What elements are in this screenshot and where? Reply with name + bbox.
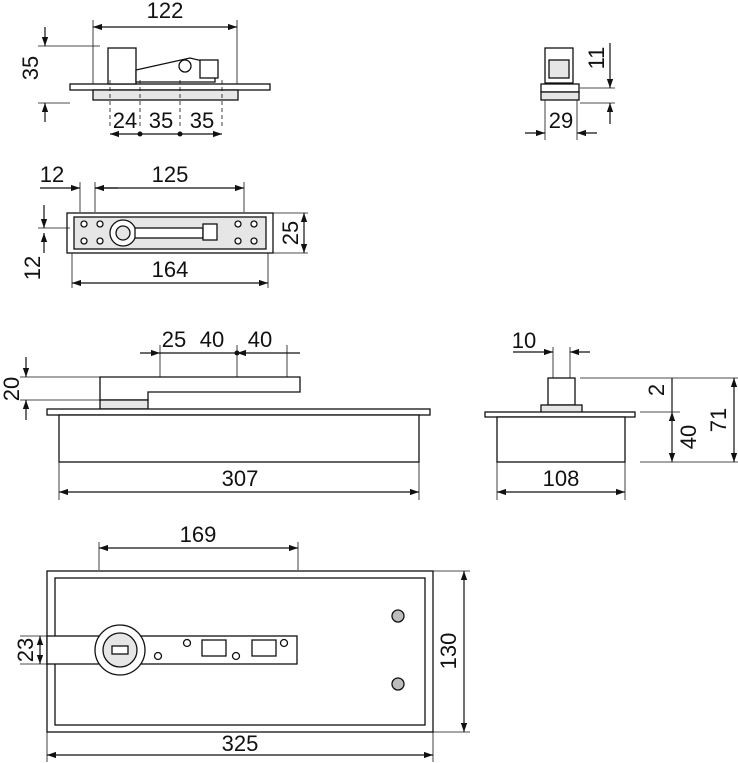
- adjust-nut: [199, 59, 219, 79]
- dim-text-307: 307: [222, 466, 259, 491]
- dim-text-35-a: 35: [149, 108, 173, 133]
- view-small-side: 11 29: [525, 43, 615, 140]
- screw-cap-icon: [178, 59, 192, 73]
- cover-plate: [46, 408, 431, 416]
- dim-text-12-top: 12: [40, 162, 64, 187]
- dim-text-164: 164: [152, 257, 189, 282]
- screw-cap-icon: [391, 609, 405, 691]
- dim-text-24: 24: [113, 108, 137, 133]
- arm-hub: [99, 399, 149, 410]
- dim-text-71: 71: [706, 408, 731, 432]
- dim-text-25-plate: 25: [278, 221, 303, 245]
- closer-arm: [99, 376, 301, 401]
- spindle: [547, 377, 576, 406]
- side-body: [496, 416, 626, 463]
- dim-text-29: 29: [549, 108, 573, 133]
- arm-slot-2: [251, 639, 277, 657]
- dim-text-20: 20: [0, 377, 24, 401]
- dim-text-11: 11: [584, 47, 609, 70]
- dim-text-125: 125: [152, 162, 189, 187]
- mounting-plate: [69, 83, 271, 91]
- dim-text-25-arm: 25: [162, 327, 186, 352]
- dim-text-40-arm-b: 40: [248, 327, 272, 352]
- crosshair-hole-icon: [153, 638, 289, 661]
- side-cover-plate: [484, 411, 636, 418]
- dim-text-40-arm-a: 40: [200, 327, 224, 352]
- closer-body: [58, 414, 420, 463]
- dim-text-35-vertical: 35: [18, 56, 43, 80]
- dim-text-23: 23: [13, 638, 38, 662]
- dim-text-10: 10: [512, 328, 536, 353]
- view-side-elevation: 10 2 40 71 108: [484, 328, 738, 500]
- dim-text-40-depth: 40: [676, 425, 701, 449]
- dim-text-108: 108: [543, 466, 580, 491]
- view-top-elevation: 122 35 24 35 35: [18, 0, 271, 138]
- dim-text-35-b: 35: [190, 108, 214, 133]
- dim-text-2: 2: [644, 384, 669, 396]
- arm-slot-1: [201, 639, 227, 657]
- dim-text-12-side: 12: [20, 256, 45, 280]
- slot-track: [134, 227, 204, 239]
- view-plan: 169 23 130 325: [13, 522, 470, 762]
- dim-text-130: 130: [436, 633, 461, 670]
- dim-text-325: 325: [222, 731, 259, 756]
- dim-text-122: 122: [147, 0, 184, 23]
- side-base: [540, 83, 580, 93]
- crosshair-hole-icon: [80, 220, 258, 245]
- view-front-elevation: 25 40 40 20 307: [0, 327, 431, 500]
- spindle-block: [107, 47, 137, 85]
- base-plate: [92, 89, 239, 101]
- dim-text-169: 169: [180, 522, 217, 547]
- view-mounting-plate: 12 125 25 12 164: [20, 162, 308, 288]
- slot-block: [202, 223, 218, 241]
